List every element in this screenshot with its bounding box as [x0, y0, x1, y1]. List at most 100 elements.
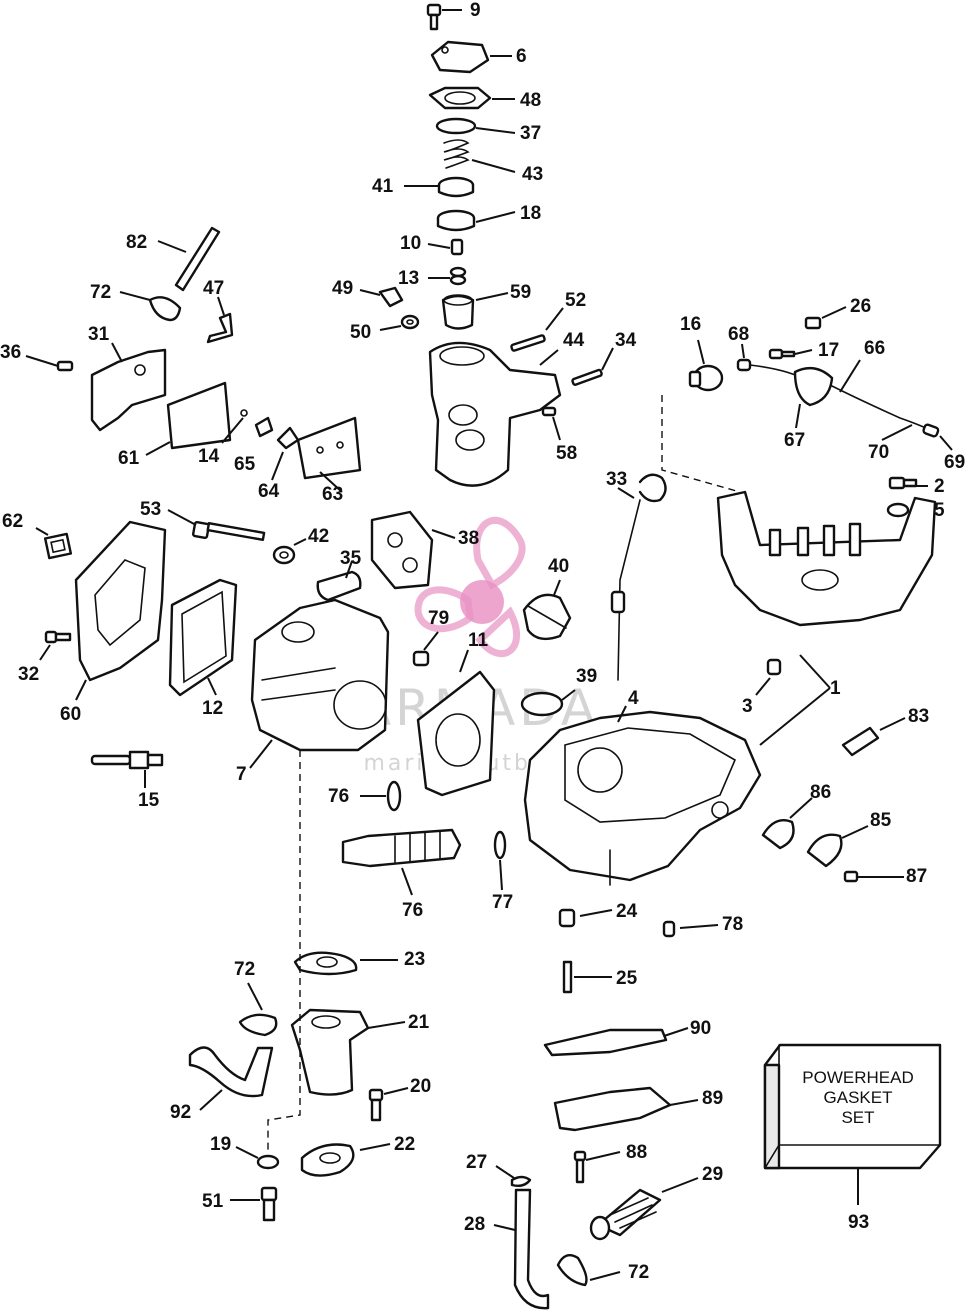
part-70-terminal: [881, 424, 913, 441]
callout-76-lower: 76: [402, 900, 423, 921]
callout-17: 17: [818, 340, 839, 361]
callout-77: 77: [492, 892, 513, 913]
part-33-dipstick: [610, 473, 667, 681]
dashed-leader-7: [267, 750, 301, 1150]
part-72-clamp-left: [238, 982, 278, 1037]
part-28-hose: [493, 1188, 550, 1310]
callout-60: 60: [60, 704, 81, 725]
callout-93: 93: [848, 1212, 869, 1233]
callout-67: 67: [784, 430, 805, 451]
part-18-seal: [436, 209, 516, 232]
part-17-screw: [768, 348, 813, 360]
part-43-spring: [443, 139, 516, 173]
part-48-gasket: [428, 86, 515, 110]
part-85-cover: [806, 825, 869, 868]
callout-19: 19: [210, 1134, 231, 1155]
part-47-bracket: [206, 296, 234, 344]
part-78-dowel: [662, 920, 719, 938]
part-82-hose: [157, 226, 221, 292]
part-72-clamp-top: [119, 291, 182, 322]
part-34-screw: [571, 347, 614, 386]
powerhead-gasket-set-box: POWERHEAD GASKET SET: [763, 1043, 942, 1205]
callout-9: 9: [470, 0, 481, 21]
callout-25: 25: [616, 968, 638, 989]
part-19-washer: [235, 1146, 280, 1170]
callout-82: 82: [126, 232, 147, 253]
callout-62: 62: [2, 511, 23, 532]
part-52-screw: [510, 307, 564, 352]
callout-23: 23: [404, 949, 425, 970]
kit-label-line3: SET: [841, 1108, 874, 1127]
callout-13: 13: [398, 268, 419, 289]
callout-2: 2: [934, 476, 945, 497]
callout-72-bottom: 72: [628, 1262, 649, 1283]
part-76-o-ring-upper: [360, 780, 402, 812]
callout-36: 36: [0, 342, 21, 363]
callout-28: 28: [464, 1214, 485, 1235]
part-16-sender: [688, 339, 724, 392]
callout-14: 14: [198, 446, 220, 467]
callout-38: 38: [458, 528, 479, 549]
callout-48: 48: [520, 90, 541, 111]
part-63-gasket: [296, 416, 362, 493]
part-65-plate: [254, 416, 274, 438]
part-83-fitting: [841, 717, 906, 757]
dashed-leader-16: [661, 395, 741, 493]
part-7-cylinder-block: [249, 598, 390, 769]
part-42-washer: [272, 538, 307, 565]
callout-29: 29: [702, 1164, 723, 1185]
part-37-o-ring: [435, 117, 516, 135]
callout-39: 39: [576, 666, 597, 687]
kit-label-line2: GASKET: [824, 1088, 893, 1107]
callout-33: 33: [606, 469, 627, 490]
part-62-decal: [35, 527, 73, 560]
callout-64: 64: [258, 481, 280, 502]
callout-27: 27: [466, 1152, 487, 1173]
part-90-gasket: [543, 1027, 689, 1057]
part-50-washer: [379, 314, 420, 331]
callout-79: 79: [428, 608, 449, 629]
part-49-fitting: [359, 286, 404, 308]
part-72-clamp-bottom: [556, 1254, 621, 1287]
callout-52: 52: [565, 290, 586, 311]
callout-89: 89: [702, 1088, 723, 1109]
part-29-filter: [589, 1177, 699, 1241]
part-58-pin: [541, 406, 561, 441]
callout-24: 24: [616, 901, 638, 922]
callout-22: 22: [394, 1134, 415, 1155]
part-38-gasket: [370, 510, 456, 590]
part-89-cover: [553, 1086, 699, 1132]
part-14-pin: [221, 409, 248, 444]
callout-41: 41: [372, 176, 394, 197]
part-67-switch: [793, 366, 834, 429]
callout-70: 70: [868, 442, 889, 463]
callout-63: 63: [322, 484, 343, 505]
callout-35: 35: [340, 548, 362, 569]
part-64-check: [271, 426, 300, 481]
part-5-washer: [886, 502, 928, 518]
callout-85: 85: [870, 810, 892, 831]
part-24-dowel: [558, 908, 613, 928]
part-69-terminal: [922, 423, 953, 451]
callout-76-upper: 76: [328, 786, 349, 807]
part-20-screw: [368, 1087, 409, 1122]
part-23-gasket: [293, 951, 398, 976]
callout-42: 42: [308, 526, 329, 547]
callout-51: 51: [202, 1191, 224, 1212]
callout-78: 78: [722, 914, 743, 935]
callout-86: 86: [810, 782, 831, 803]
callout-7: 7: [236, 764, 247, 785]
callout-58: 58: [556, 443, 577, 464]
part-6-cover: [430, 40, 512, 74]
part-41-seal: [404, 176, 475, 198]
part-32-screw: [39, 630, 72, 661]
part-13-spring: [428, 266, 467, 286]
callout-4: 4: [628, 688, 639, 709]
part-12-gasket: [168, 578, 238, 697]
part-21-housing: [290, 1008, 406, 1096]
callout-10: 10: [400, 233, 421, 254]
callout-61: 61: [118, 448, 140, 469]
callout-21: 21: [408, 1012, 430, 1033]
callout-11: 11: [468, 630, 489, 651]
